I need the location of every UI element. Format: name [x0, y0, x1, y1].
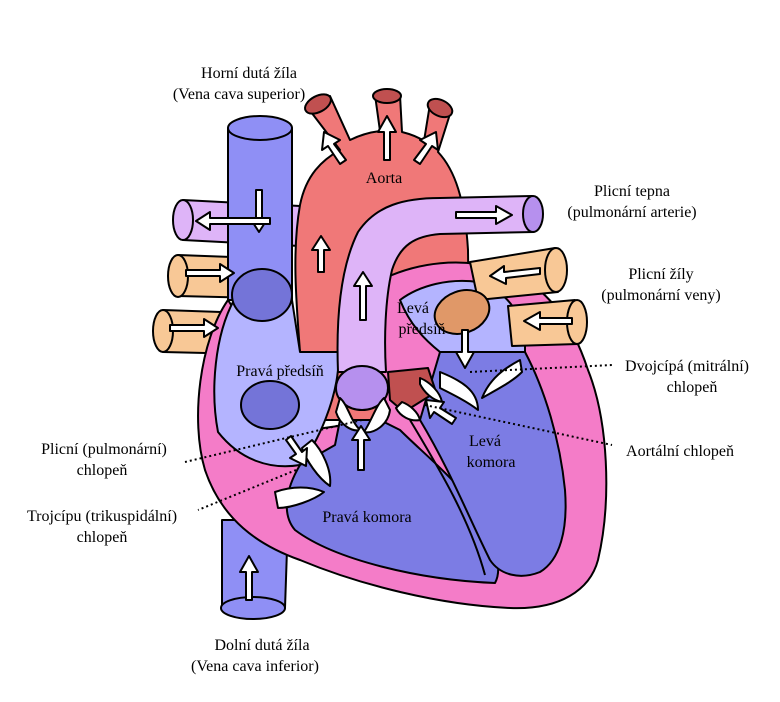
label-pulm-valve-2: chlopeň	[77, 462, 128, 479]
label-ra: Pravá předsíň	[236, 363, 324, 380]
arrow-aorta-right	[413, 131, 439, 165]
arrow-pa-right	[455, 205, 513, 225]
right-ventricle	[285, 419, 500, 584]
label-pulm-valve-1: Plicní (pulmonární)	[41, 441, 167, 458]
arrow-ivc-up	[239, 555, 259, 601]
leader-mitral	[469, 364, 613, 373]
arrow-pv-right-upper	[489, 265, 541, 285]
label-pv-2: (pulmonární veny)	[601, 287, 721, 304]
labels: Horní dutá žíla (Vena cava superior) Aor…	[27, 65, 749, 675]
ivc-opening	[240, 380, 300, 430]
leader-pulmonary	[184, 419, 363, 463]
label-rv: Pravá komora	[322, 509, 411, 526]
svc-opening	[231, 268, 293, 322]
pulmonary-valve	[335, 365, 391, 434]
arrow-aorta-middle	[377, 115, 397, 161]
label-aorta: Aorta	[366, 170, 402, 187]
label-tricuspid-1: Trojcípu (trikuspidální)	[27, 508, 177, 525]
arrow-pv-right-lower	[523, 311, 573, 331]
arrow-pa-left	[195, 211, 271, 231]
label-aortic-valve: Aortální chlopeň	[626, 443, 734, 460]
arrow-aorta-up	[311, 235, 331, 273]
arrow-aorta-left	[321, 131, 347, 165]
label-pa-2: (pulmonární arterie)	[567, 204, 696, 221]
label-mitral-1: Dvojcípá (mitrální)	[625, 358, 749, 375]
aortic-valve	[387, 367, 443, 422]
left-ventricle	[419, 351, 567, 577]
label-la-1: Levá	[397, 300, 429, 317]
label-lv-1: Levá	[469, 433, 501, 450]
leader-aortic	[424, 404, 613, 446]
leader-lines	[184, 364, 613, 511]
label-la-2: předsíň	[398, 321, 445, 338]
label-lv-2: komora	[467, 454, 516, 471]
arrow-la-down	[455, 329, 475, 369]
arrow-pv-left-upper	[185, 263, 235, 283]
label-svc-1: Horní dutá žíla	[201, 65, 297, 82]
arrow-ra-down	[285, 435, 308, 467]
mitral-valve	[439, 359, 523, 411]
label-pv-1: Plicní žíly	[628, 266, 693, 283]
septum	[409, 419, 486, 576]
flow-arrows	[169, 115, 573, 601]
label-ivc-1: Dolní dutá žíla	[214, 637, 309, 654]
label-tricuspid-2: chlopeň	[77, 529, 128, 546]
arrow-lv-up	[425, 399, 457, 425]
pv-opening	[433, 289, 491, 335]
label-mitral-2: chlopeň	[667, 379, 718, 396]
label-pa-1: Plicní tepna	[594, 183, 670, 200]
label-ivc-2: (Vena cava inferior)	[191, 658, 319, 675]
tricuspid-valve	[274, 439, 332, 509]
arrow-pulmonary-up	[353, 271, 373, 321]
label-svc-2: (Vena cava superior)	[173, 86, 305, 103]
pulmonary-trunk	[336, 195, 544, 373]
heart-body	[197, 261, 608, 610]
arrow-pv-left-lower	[169, 318, 219, 338]
pulmonary-vein-right-upper-end	[544, 247, 568, 293]
arrow-rv-up	[351, 425, 371, 471]
